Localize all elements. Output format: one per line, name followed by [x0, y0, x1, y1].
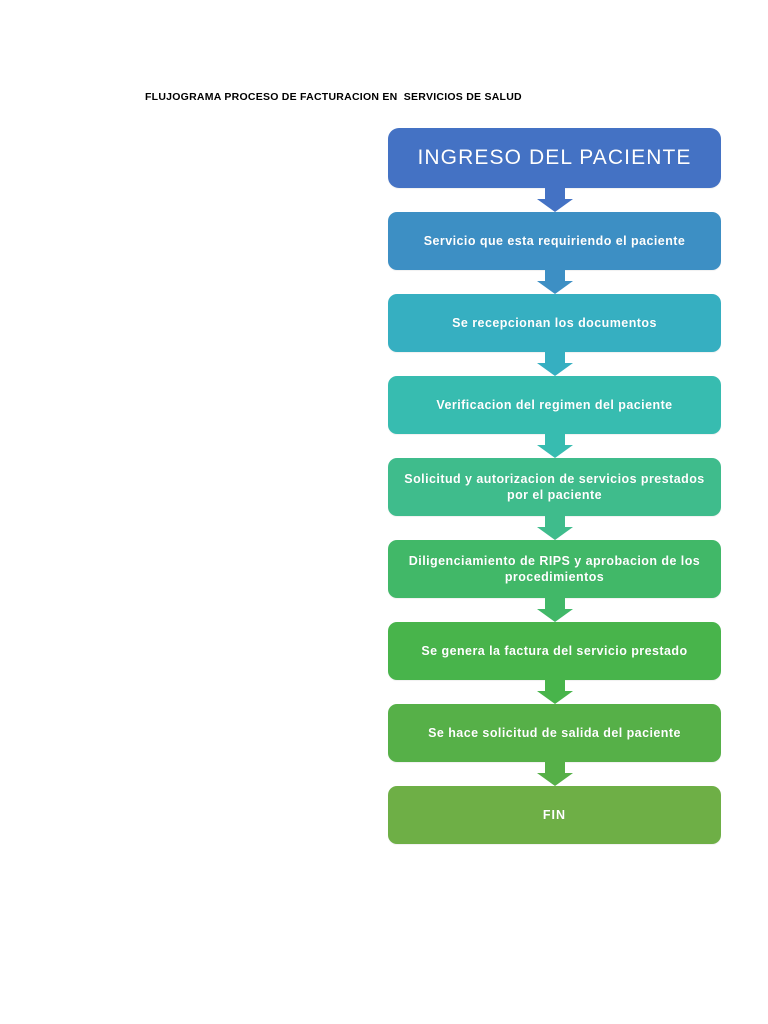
down-arrow-icon: [536, 188, 573, 212]
arrow-stem: [544, 598, 565, 609]
arrow-head: [536, 445, 573, 458]
flow-connector: [388, 270, 721, 294]
arrow-head: [536, 773, 573, 786]
down-arrow-icon: [536, 598, 573, 622]
flow-node-step-7[interactable]: Se hace solicitud de salida del paciente: [388, 704, 721, 762]
flow-connector: [388, 598, 721, 622]
flow-node-label: Verificacion del regimen del paciente: [436, 397, 673, 412]
flow-node-step-5[interactable]: Diligenciamiento de RIPS y aprobacion de…: [388, 540, 721, 598]
down-arrow-icon: [536, 434, 573, 458]
arrow-head: [536, 199, 573, 212]
flow-connector: [388, 434, 721, 458]
flow-node-start[interactable]: INGRESO DEL PACIENTE: [388, 128, 721, 188]
flow-node-step-3[interactable]: Verificacion del regimen del paciente: [388, 376, 721, 434]
flow-connector: [388, 188, 721, 212]
arrow-stem: [544, 762, 565, 773]
arrow-stem: [544, 188, 565, 199]
flow-connector: [388, 516, 721, 540]
flow-node-label: Servicio que esta requiriendo el pacient…: [423, 233, 686, 248]
flow-node-label: Solicitud y autorizacion de servicios pr…: [404, 471, 705, 503]
arrow-head: [536, 609, 573, 622]
down-arrow-icon: [536, 352, 573, 376]
arrow-stem: [544, 434, 565, 445]
flow-node-label: Se hace solicitud de salida del paciente: [428, 725, 681, 740]
arrow-stem: [544, 352, 565, 363]
arrow-head: [536, 527, 573, 540]
flow-node-label: INGRESO DEL PACIENTE: [417, 146, 692, 170]
flow-connector: [388, 352, 721, 376]
flow-node-end[interactable]: FIN: [388, 786, 721, 844]
down-arrow-icon: [536, 270, 573, 294]
down-arrow-icon: [536, 762, 573, 786]
arrow-stem: [544, 680, 565, 691]
flow-node-label: Diligenciamiento de RIPS y aprobacion de…: [408, 553, 701, 585]
flow-node-label: Se recepcionan los documentos: [452, 315, 657, 330]
flow-node-step-1[interactable]: Servicio que esta requiriendo el pacient…: [388, 212, 721, 270]
flow-node-step-4[interactable]: Solicitud y autorizacion de servicios pr…: [388, 458, 721, 516]
flow-connector: [388, 762, 721, 786]
flow-node-step-6[interactable]: Se genera la factura del servicio presta…: [388, 622, 721, 680]
flow-node-step-2[interactable]: Se recepcionan los documentos: [388, 294, 721, 352]
arrow-head: [536, 363, 573, 376]
page-title: FLUJOGRAMA PROCESO DE FACTURACION EN SER…: [145, 91, 522, 103]
flow-node-label: Se genera la factura del servicio presta…: [421, 643, 688, 658]
flow-node-label: FIN: [542, 807, 567, 822]
arrow-stem: [544, 270, 565, 281]
arrow-head: [536, 691, 573, 704]
down-arrow-icon: [536, 680, 573, 704]
arrow-head: [536, 281, 573, 294]
down-arrow-icon: [536, 516, 573, 540]
flow-connector: [388, 680, 721, 704]
flowchart: INGRESO DEL PACIENTE Servicio que esta r…: [388, 128, 721, 844]
arrow-stem: [544, 516, 565, 527]
